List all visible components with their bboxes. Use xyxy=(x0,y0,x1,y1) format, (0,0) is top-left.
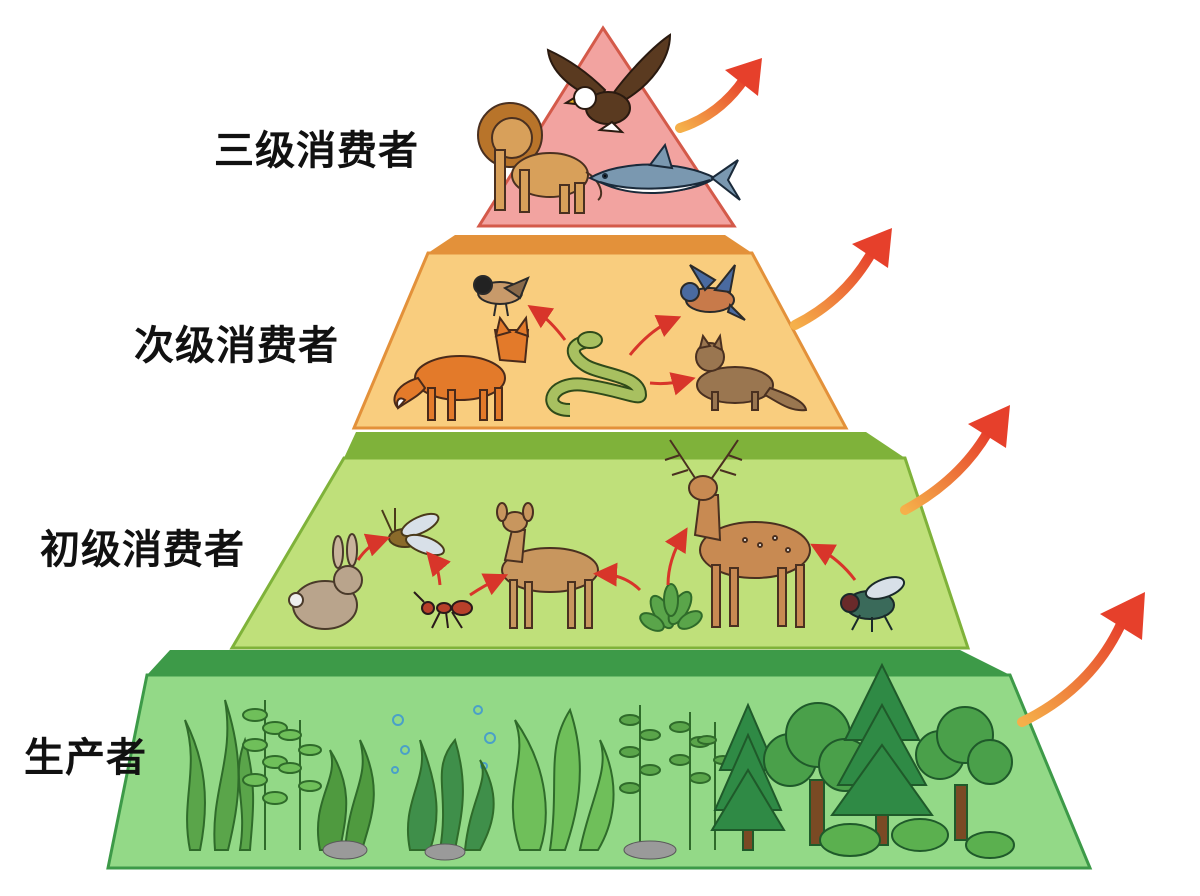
seaweed-icon xyxy=(184,699,255,851)
fox-icon xyxy=(393,315,530,421)
producers-tier xyxy=(106,650,1093,870)
ant-icon xyxy=(413,591,473,629)
up-arrow-icon xyxy=(790,228,892,330)
producers-label: 生产者 xyxy=(24,735,147,781)
upward-arrows xyxy=(675,58,1145,727)
bush-icon xyxy=(819,818,1015,859)
producers-tier-top-face xyxy=(147,650,1010,675)
up-arrow-icon xyxy=(1017,592,1145,727)
fly-icon xyxy=(840,576,906,632)
tertiary-consumers-label: 三级消费者 xyxy=(214,128,419,174)
kelp-icon xyxy=(511,707,615,851)
lion-icon xyxy=(477,102,603,214)
deciduous-tree-icon xyxy=(915,706,1013,841)
bubbles-icon xyxy=(391,705,496,774)
bird-icon xyxy=(680,264,746,321)
rabbit-icon xyxy=(288,533,363,630)
grasshopper-icon xyxy=(381,508,445,557)
up-arrow-icon xyxy=(675,58,762,133)
doe-icon xyxy=(496,502,599,629)
rock-icon xyxy=(424,843,466,861)
fern-icon xyxy=(619,705,733,850)
kelp-icon xyxy=(406,737,495,851)
deciduous-tree-icon xyxy=(763,702,872,846)
conifer-tree-icon xyxy=(830,662,934,846)
up-arrow-icon xyxy=(900,405,1010,515)
secondary-tier-top-face xyxy=(428,235,752,253)
secondary-consumers-tier xyxy=(351,235,849,430)
secondary-consumers-label: 次级消费者 xyxy=(134,323,339,369)
rock-icon xyxy=(623,840,677,860)
shark-icon xyxy=(587,142,741,201)
stag-icon xyxy=(664,439,811,628)
rock-icon xyxy=(322,840,368,860)
weasel-icon xyxy=(695,333,808,412)
bird-icon xyxy=(473,275,530,317)
fern-icon xyxy=(242,700,322,850)
snake-icon xyxy=(545,331,648,417)
seaweed-icon xyxy=(317,739,375,851)
primary-consumers-tier xyxy=(229,432,971,650)
eagle-icon xyxy=(546,33,672,134)
tertiary-consumers-tier xyxy=(476,25,741,228)
primary-consumers-label: 初级消费者 xyxy=(40,527,245,573)
energy-flow-arrows xyxy=(356,527,857,597)
plant-icon xyxy=(639,583,703,632)
conifer-tree-icon xyxy=(710,702,786,851)
energy-flow-arrows xyxy=(527,305,696,396)
primary-tier-top-face xyxy=(344,432,905,458)
